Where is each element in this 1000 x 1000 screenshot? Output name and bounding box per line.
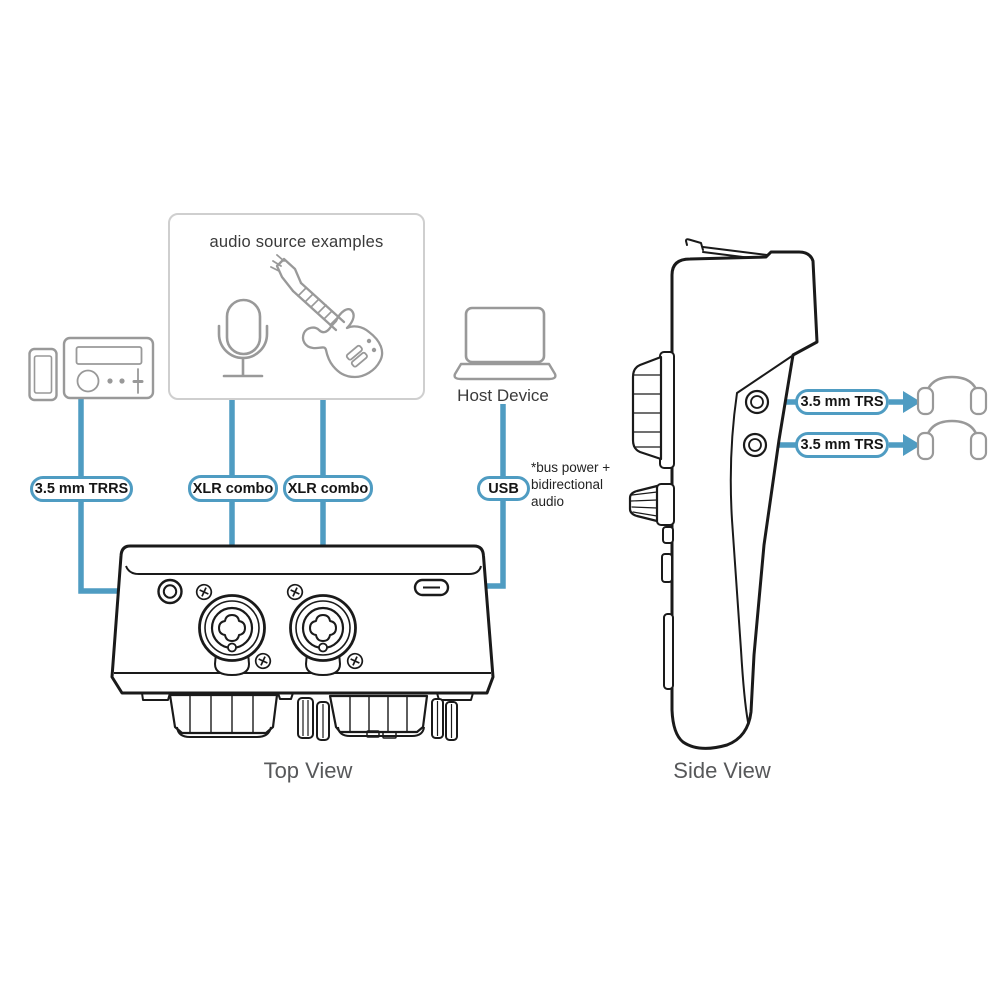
gain-knob-left [168,693,279,738]
label-pill-trs-1: 3.5 mm TRS [795,389,889,415]
screw-icon [286,583,304,601]
label-pill-trrs: 3.5 mm TRRS [30,476,133,502]
smartphone-icon [28,347,58,402]
side-view-caption: Side View [673,758,771,783]
side-view-body [670,250,819,750]
label-pill-xlr-combo-2: XLR combo [283,475,373,502]
bus-power-note-line2: bidirectional [531,477,604,492]
trrs-line-lower [78,502,134,594]
headphone-jack-1 [744,389,770,415]
slider-handles-right [431,698,458,741]
slider-handles-center [297,697,330,741]
host-device-label: Host Device [457,386,549,405]
media-player-icon [62,336,155,400]
xlr-combo-jack-2 [289,594,357,676]
headphone-jack-2 [742,432,768,458]
side-view-device [628,238,819,750]
guitar-frets [297,287,339,326]
side-button-small [662,526,674,544]
gain-knob-right [328,694,429,739]
top-view-rear-controls [141,692,474,741]
microphone-icon [217,298,269,378]
xlr-combo-jack-1 [198,594,266,676]
audio-source-examples-title: audio source examples [209,233,384,251]
volume-knob-small [628,483,675,526]
electric-guitar-icon [270,254,384,379]
side-button-medium [661,553,673,583]
audio-source-examples-box: audio source examples [168,213,425,400]
screw-icon [254,652,272,670]
label-pill-trs-2: 3.5 mm TRS [795,432,889,458]
headphones-icon-1 [916,375,988,416]
headphones-icon-2 [916,419,988,461]
top-view-device [110,544,495,741]
screw-icon [195,583,213,601]
bus-power-note: *bus power + bidirectional audio [531,459,627,510]
screws [195,583,364,670]
usb-port [413,578,450,597]
laptop-icon [453,306,557,381]
volume-knob-large [631,351,675,469]
label-pill-xlr-combo-1: XLR combo [188,475,278,502]
bus-power-note-line3: audio [531,494,565,509]
side-button-tall [663,613,674,690]
label-pill-usb: USB [477,476,530,501]
bus-power-note-line1: *bus power + [531,460,611,475]
trs2-arrowhead-icon [903,434,921,456]
trs1-arrowhead-icon [903,391,921,413]
screw-icon [346,652,364,670]
top-view-caption: Top View [263,758,353,783]
aux-input-jack [157,578,183,605]
side-buttons [661,526,674,690]
